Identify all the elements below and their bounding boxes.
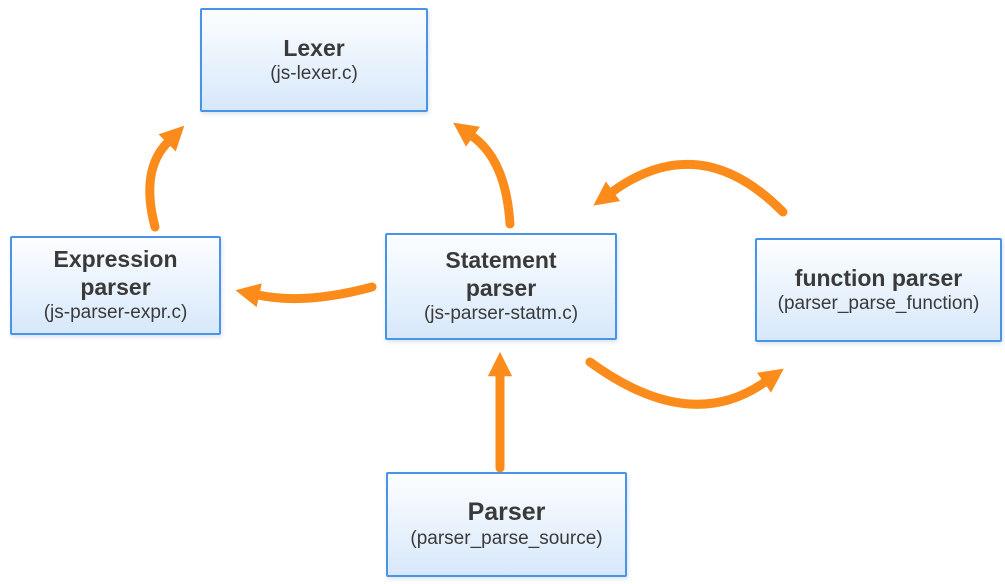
arrow-statement-parser-to-function-parser: [585, 357, 784, 409]
arrow-function-parser-to-statement-parser: [593, 159, 788, 217]
node-expression-parser-subtitle: (js-parser-expr.c): [43, 302, 188, 324]
node-parser-title: Parser: [467, 497, 546, 526]
node-parser-subtitle: (parser_parse_source): [410, 528, 603, 550]
node-statement-parser-subtitle: (js-parser-statm.c): [423, 303, 579, 325]
node-lexer-title: Lexer: [283, 34, 345, 61]
node-lexer: Lexer (js-lexer.c): [200, 8, 428, 112]
node-lexer-subtitle: (js-lexer.c): [270, 62, 358, 84]
arrow-expression-parser-to-lexer: [145, 125, 185, 232]
arrow-statement-parser-to-expression-parser: [235, 282, 377, 308]
node-function-parser-subtitle: (parser_parse_function): [777, 292, 980, 314]
node-statement-parser: Statement parser (js-parser-statm.c): [385, 233, 617, 340]
arrow-statement-parser-to-lexer: [453, 122, 515, 229]
node-statement-parser-title: Statement parser: [445, 247, 557, 302]
node-function-parser-title: function parser: [794, 264, 963, 291]
node-parser: Parser (parser_parse_source): [386, 472, 627, 577]
node-expression-parser: Expression parser (js-parser-expr.c): [10, 236, 221, 335]
node-function-parser: function parser (parser_parse_function): [755, 238, 1002, 342]
node-expression-parser-title: Expression parser: [53, 246, 178, 301]
